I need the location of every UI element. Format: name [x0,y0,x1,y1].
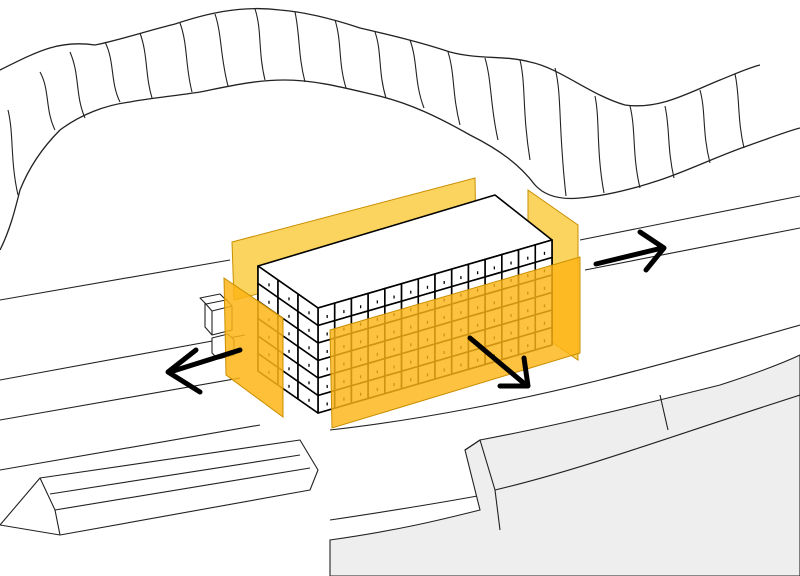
road-main-line-3 [0,424,261,471]
road-main-line-2 [0,377,241,421]
plaza-shade-fill [329,354,800,576]
mountain-ridge-outer [0,7,761,107]
mountain-ridges [7,8,745,197]
low-building [0,439,319,536]
arrow-down-icon [467,335,531,389]
road-upper-line-2 [584,227,800,271]
arrows [165,229,667,395]
plaza-steps [464,394,800,531]
mountain-ridge-inner [0,79,800,251]
road-right-long [329,324,800,431]
facade-cell-side [297,380,319,414]
panel-front-wall [329,256,581,429]
arrow-right-icon [593,229,667,273]
arrow-left-icon [165,347,243,395]
mountain-outline [0,7,800,251]
road-upper-line [579,195,800,241]
road-far-edge [0,259,231,301]
plaza-shade [329,354,800,576]
panel-left-wall [223,277,284,418]
panels-front [223,256,581,429]
road-main-line-1 [0,334,246,381]
